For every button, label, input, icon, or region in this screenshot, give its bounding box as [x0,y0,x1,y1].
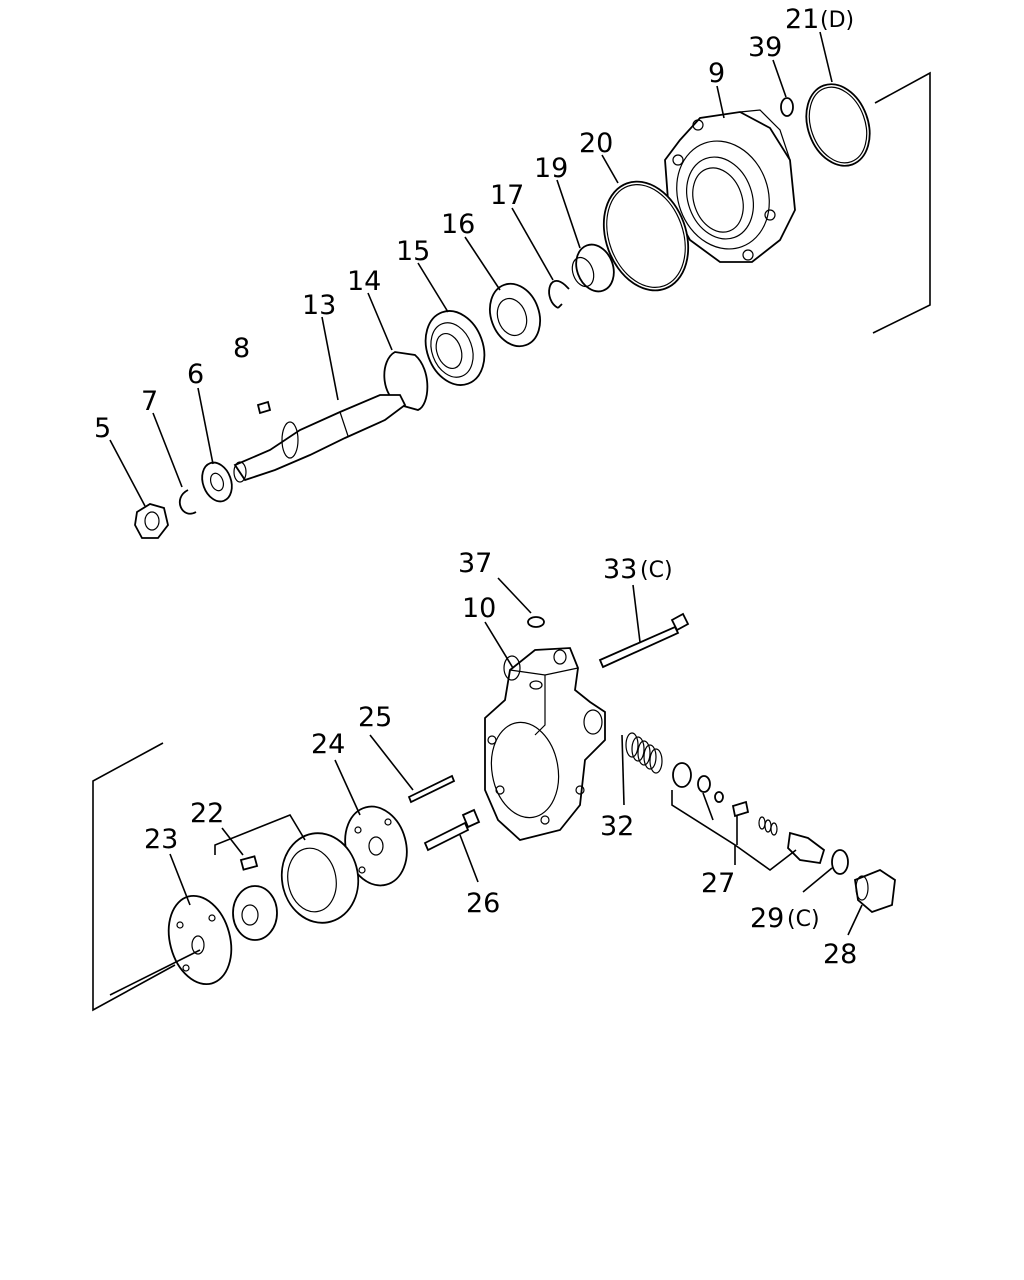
o-ring-20 [602,180,690,292]
washer-6 [201,461,233,503]
callout-33-suffix: (C) [640,558,673,583]
callout-27: 27 [701,868,735,899]
bolt-26 [423,808,481,852]
callout-26: 26 [466,888,500,919]
callout-6: 6 [187,359,204,390]
callout-28: 28 [823,939,857,970]
callout-8: 8 [233,333,250,364]
relief-valve-27 [672,762,826,865]
seal-19 [571,243,615,293]
bolt-33 [598,612,690,669]
key-8 [256,400,272,415]
shaft-13 [233,394,407,483]
callout-24: 24 [311,729,345,760]
cam-ring-22 [280,832,360,924]
o-ring-37 [527,616,545,628]
upper-leader-lines [109,31,833,507]
plug-28 [854,868,896,914]
callout-21-suffix: (D) [820,8,854,33]
callout-19: 19 [534,153,568,184]
callout-33: 33 [603,554,637,585]
pump-body-10 [484,647,606,841]
callout-17: 17 [490,180,524,211]
rotor-22 [232,885,278,941]
housing-cover-9 [664,109,796,263]
vane-22 [239,855,259,871]
o-ring-29 [831,849,849,875]
spring-32 [625,732,663,774]
callout-15: 15 [396,236,430,267]
callout-7: 7 [141,386,158,417]
nut-5 [134,503,169,539]
lower-group-bracket [92,742,176,1012]
ball-bearing-15 [424,310,486,386]
callout-9: 9 [708,58,725,89]
callout-37: 37 [458,548,492,579]
callout-25: 25 [358,702,392,733]
callout-22: 22 [190,798,224,829]
callout-16: 16 [441,209,475,240]
callout-13: 13 [302,290,336,321]
upper-group-bracket [872,71,931,334]
callout-20: 20 [579,128,613,159]
callout-23: 23 [144,824,178,855]
callout-29: 29 [750,903,784,934]
callout-29-suffix: (C) [787,907,820,932]
snap-ring-7 [178,489,197,515]
snap-ring-17 [548,280,570,309]
end-plate-23 [167,894,233,986]
o-ring-21 [805,83,871,167]
washer-16 [489,282,541,348]
callout-5: 5 [94,413,111,444]
lower-leader-lines [109,577,863,996]
callout-10: 10 [462,593,496,624]
callout-21: 21 [785,4,819,35]
pin-25 [407,774,456,804]
callout-32: 32 [600,811,634,842]
callout-14: 14 [347,266,381,297]
callout-39: 39 [748,32,782,63]
o-ring-39 [780,97,794,117]
